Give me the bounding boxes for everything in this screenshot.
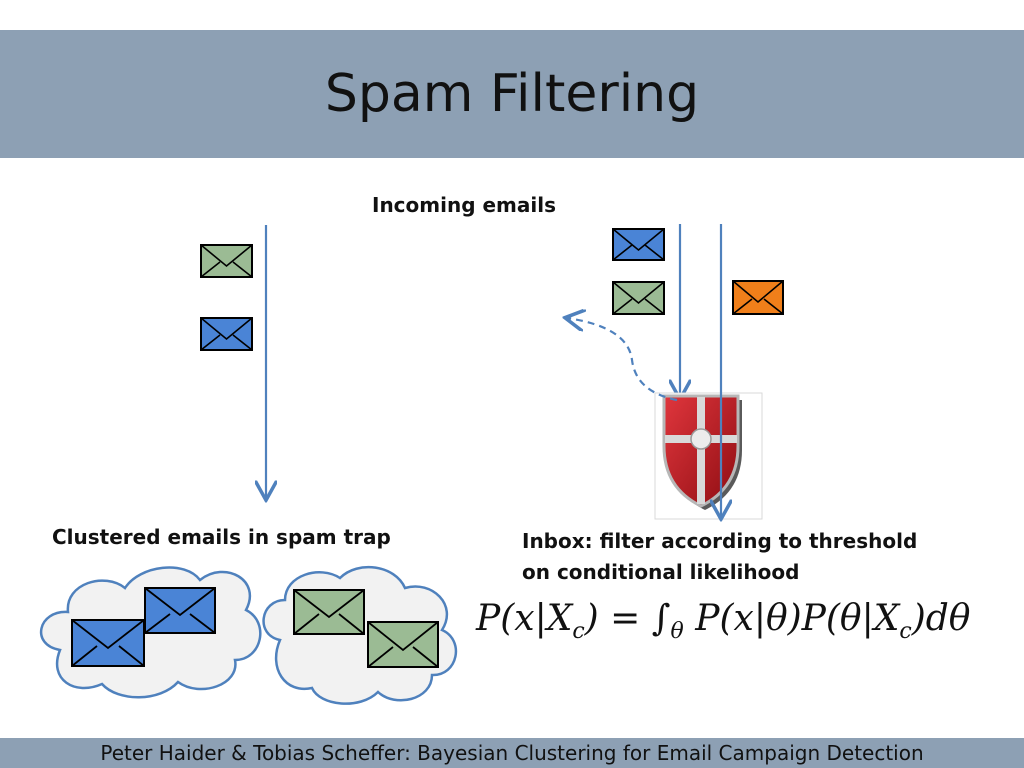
title-bar	[0, 30, 1024, 158]
footer-bar	[0, 738, 1024, 768]
clustered-emails-label: Clustered emails in spam trap	[52, 525, 391, 549]
incoming-emails-label: Incoming emails	[372, 193, 557, 217]
envelope-icon	[200, 317, 253, 351]
formula-integral-sub: θ	[670, 619, 684, 645]
formula-rhs-sub: c	[899, 619, 912, 645]
formula-lhs-sub: c	[572, 619, 585, 645]
envelope-icon	[612, 228, 665, 261]
shield-icon	[654, 392, 763, 520]
cloud-icon	[262, 565, 458, 705]
formula-integral: ∫	[651, 598, 671, 639]
likelihood-formula: P(x|Xc) = ∫θ P(x|θ)P(θ|Xc)dθ	[476, 598, 970, 644]
rejected-dashed-arrow	[567, 318, 678, 402]
envelope-icon	[732, 280, 784, 315]
formula-equals: =	[610, 598, 641, 639]
inbox-label-line1: Inbox: filter according to threshold	[522, 529, 918, 553]
formula-rhs-close: )dθ	[911, 598, 971, 639]
formula-lhs: P(x|X	[476, 598, 573, 639]
slide-title: Spam Filtering	[324, 64, 700, 124]
cloud-icon	[39, 566, 262, 699]
inbox-label-line2: on conditional likelihood	[522, 560, 800, 584]
envelope-icon	[200, 244, 253, 278]
formula-rhs: P(x|θ)P(θ|X	[695, 598, 900, 639]
formula-lhs-close: )	[584, 598, 599, 639]
slide-footer: Peter Haider & Tobias Scheffer: Bayesian…	[100, 741, 924, 765]
envelope-icon	[612, 281, 665, 315]
